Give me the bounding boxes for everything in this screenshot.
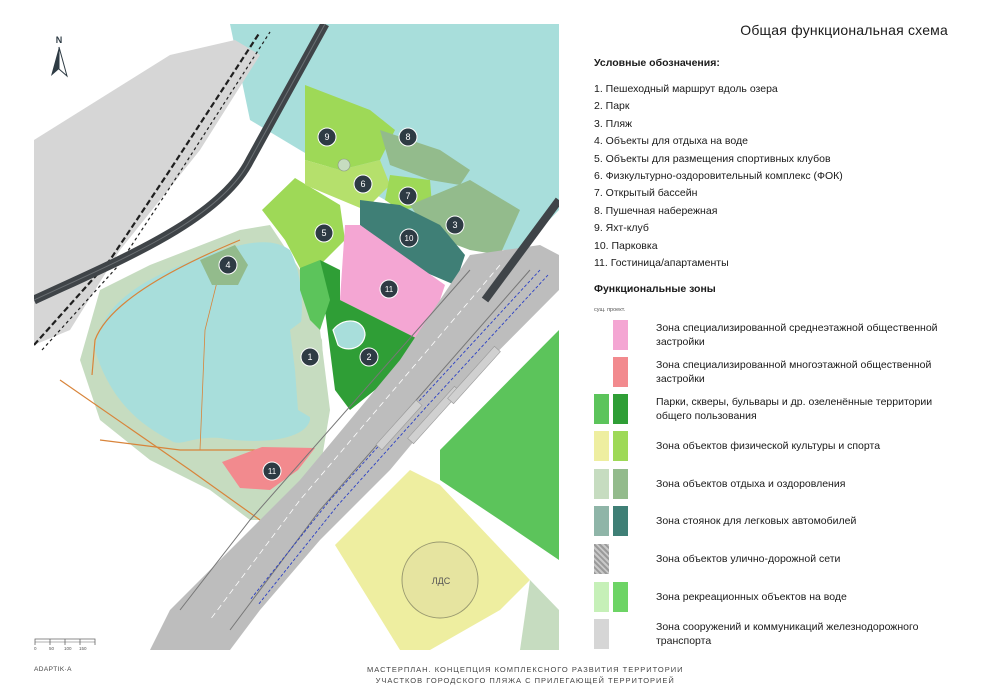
svg-text:11: 11 [385, 285, 394, 294]
swatch-existing [594, 544, 609, 574]
legend-item: 2. Парк [594, 100, 630, 113]
pedestrian-path [91, 239, 241, 376]
zone-row-parks: Парки, скверы, бульвары и др. озеленённы… [594, 394, 974, 424]
zone-label: Зона объектов физической культуры и спор… [656, 439, 881, 452]
badge-11-bottom[interactable]: 11 [262, 461, 282, 481]
swatch-existing [594, 320, 609, 350]
swatch-existing [594, 394, 609, 424]
badge-6[interactable]: 6 [353, 174, 373, 194]
swatch-proposed [613, 394, 628, 424]
swatch-existing [594, 582, 609, 612]
green-park-east [440, 330, 559, 560]
legend-item: 3. Пляж [594, 117, 633, 130]
badge-10[interactable]: 10 [399, 228, 419, 248]
swatch-existing [594, 469, 609, 499]
zone-row-recreation: Зона объектов отдыха и оздоровления [594, 469, 974, 499]
page-title: Общая функциональная схема [740, 22, 948, 38]
badge-9[interactable]: 9 [317, 127, 337, 147]
main-road [150, 245, 559, 650]
swatch-existing [594, 357, 609, 387]
bike-lane [249, 269, 541, 601]
legend-item: 5. Объекты для размещения спортивных клу… [594, 152, 831, 165]
legend-item: 6. Физкультурно-оздоровительный комплекс… [594, 169, 843, 182]
badge-5[interactable]: 5 [314, 223, 334, 243]
svg-text:1: 1 [307, 352, 312, 362]
zone-label: Парки, скверы, бульвары и др. озеленённы… [656, 395, 933, 423]
badge-7[interactable]: 7 [398, 186, 418, 206]
badge-8[interactable]: 8 [398, 127, 418, 147]
swatch-proposed [613, 619, 628, 649]
legend-item: 9. Яхт-клуб [594, 222, 649, 235]
railway-track [41, 31, 271, 351]
footer-caption: МАСТЕРПЛАН. КОНЦЕПЦИЯ КОМПЛЕКСНОГО РАЗВИ… [367, 665, 684, 685]
swatch-existing [594, 506, 609, 536]
stadium-circle [401, 541, 479, 619]
swatch-proposed [613, 357, 628, 387]
brand-logo-text: ADAPTIK·A [34, 666, 72, 673]
legend-item: 1. Пешеходный маршрут вдоль озера [594, 83, 778, 95]
zone-9-yacht-club [305, 85, 395, 170]
swatch-existing [594, 619, 609, 649]
inner-lake [95, 242, 310, 443]
zone-label: Зона объектов отдыха и оздоровления [656, 477, 846, 490]
svg-text:3: 3 [452, 220, 457, 230]
zone-label: Зона сооружений и коммуникаций железнодо… [656, 620, 919, 648]
svg-text:5: 5 [321, 228, 326, 238]
badge-1[interactable]: 1 [300, 347, 320, 367]
badge-2[interactable]: 2 [359, 347, 379, 367]
badge-4[interactable]: 4 [218, 255, 238, 275]
svg-text:9: 9 [324, 132, 329, 142]
swatch-proposed [613, 431, 628, 461]
svg-text:10: 10 [405, 234, 414, 243]
zone-6-fok [305, 160, 390, 210]
north-arrow-icon: N [51, 35, 68, 78]
zone-1-lake-walk [290, 315, 325, 420]
zone-row-highrise: Зона специализированной многоэтажной общ… [594, 357, 974, 387]
legend-item: 11. Гостиница/апартаменты [594, 256, 729, 269]
legend-item: 10. Парковка [594, 239, 658, 252]
zone-row-midrise: Зона специализированной среднеэтажной об… [594, 320, 974, 350]
svg-text:8: 8 [405, 132, 410, 142]
swatch-existing [594, 431, 609, 461]
zone-label: Зона рекреационных объектов на воде [656, 590, 847, 603]
railway-zone [34, 40, 260, 345]
zone-5-sports-clubs [262, 178, 345, 268]
legend-list: 1. Пешеходный маршрут вдоль озера 2. Пар… [594, 81, 843, 272]
zone-label: Зона специализированной среднеэтажной об… [656, 321, 938, 349]
svg-text:2: 2 [366, 352, 371, 362]
swatch-proposed [613, 469, 628, 499]
railway-track [34, 31, 261, 346]
swatch-proposed [613, 544, 628, 574]
zone-row-sports: Зона объектов физической культуры и спор… [594, 431, 974, 461]
badge-11-top[interactable]: 11 [379, 279, 399, 299]
svg-text:11: 11 [268, 467, 277, 476]
svg-text:N: N [56, 35, 63, 45]
swatch-proposed [613, 320, 628, 350]
legend-item: 8. Пушечная набережная [594, 204, 718, 217]
zone-row-railway: Зона сооружений и коммуникаций железнодо… [594, 619, 974, 649]
railway-bridge [481, 197, 559, 303]
svg-text:6: 6 [360, 179, 365, 189]
legend-title: Условные обозначения: [594, 57, 720, 69]
svg-text:7: 7 [405, 191, 410, 201]
svg-text:4: 4 [225, 260, 230, 270]
legend-item: 4. Объекты для отдыха на воде [594, 135, 748, 148]
badge-3[interactable]: 3 [445, 215, 465, 235]
zones-title: Функциональные зоны [594, 283, 716, 295]
zones-column-labels: сущ. проект. [594, 307, 626, 313]
zone-row-parking: Зона стоянок для легковых автомобилей [594, 506, 974, 536]
zone-label: Зона специализированной многоэтажной общ… [656, 358, 932, 386]
scale-bar [34, 638, 96, 645]
swatch-proposed [613, 506, 628, 536]
stadium-label: ЛДС [432, 576, 451, 586]
legend-item: 7. Открытый бассейн [594, 187, 698, 200]
zone-row-streets: Зона объектов улично-дорожной сети [594, 544, 974, 574]
zone-label: Зона стоянок для легковых автомобилей [656, 514, 857, 527]
zone-row-water-recreation: Зона рекреационных объектов на воде [594, 582, 974, 612]
zone-label: Зона объектов улично-дорожной сети [656, 552, 841, 565]
swatch-proposed [613, 582, 628, 612]
